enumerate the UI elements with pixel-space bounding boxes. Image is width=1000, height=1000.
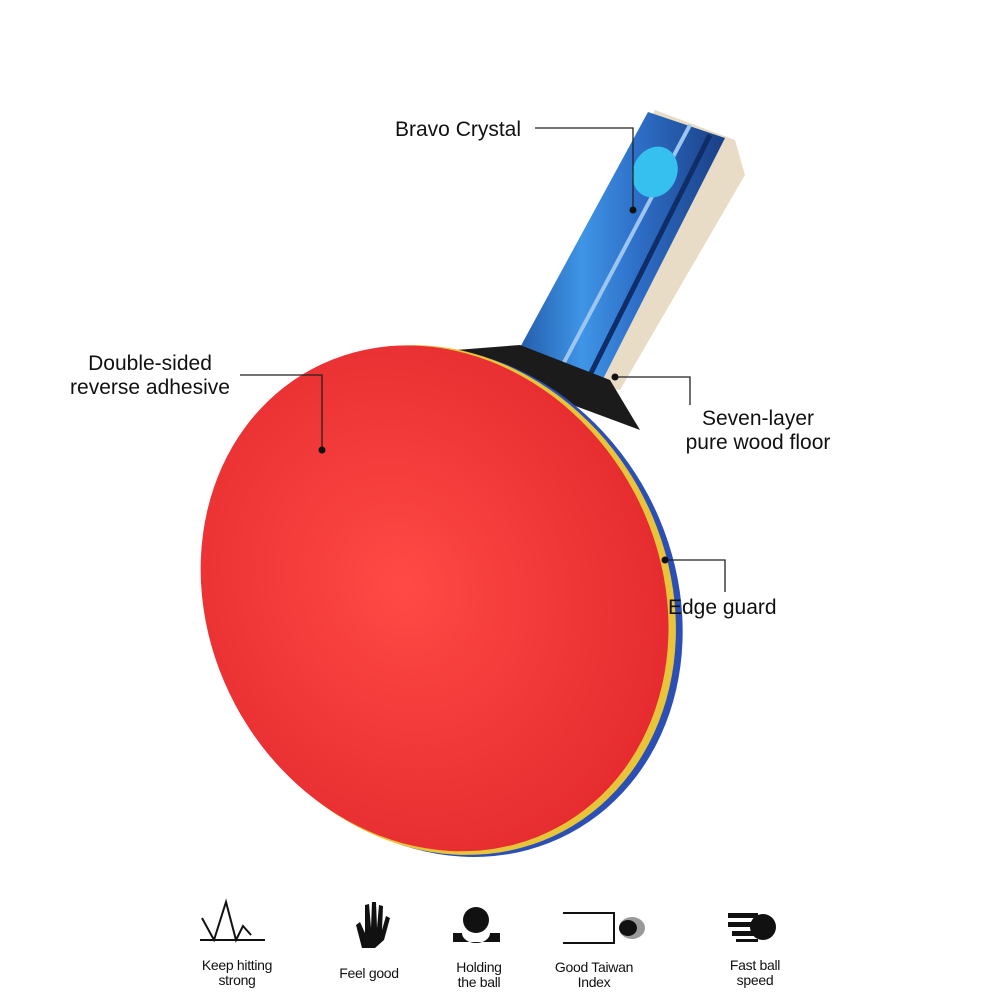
net-ball-icon xyxy=(563,912,645,944)
callout-adhesive: Double-sided reverse adhesive xyxy=(62,352,238,400)
leader-lines xyxy=(240,127,726,592)
feature-line1: Fast ball xyxy=(729,957,781,973)
bounce-icon xyxy=(200,898,265,943)
fast-ball-icon xyxy=(728,913,776,942)
hand-icon xyxy=(356,902,390,948)
feature-feel-good: Feel good xyxy=(314,966,424,981)
red-rubber xyxy=(200,345,669,852)
bravo-crystal-logo xyxy=(632,146,678,198)
feature-line1: Keep hitting xyxy=(201,957,273,973)
feature-line2: Index xyxy=(577,974,611,990)
callout-wood: Seven-layer pure wood floor xyxy=(678,407,838,455)
feature-line2: the ball xyxy=(457,974,501,990)
ball-hold-icon xyxy=(453,907,500,943)
callout-wood-line1: Seven-layer xyxy=(701,407,815,430)
callout-wood-line2: pure wood floor xyxy=(685,431,831,454)
callout-bravo-crystal: Bravo Crystal xyxy=(395,118,522,141)
handle xyxy=(505,110,745,390)
callout-edge-guard: Edge guard xyxy=(668,596,777,619)
feature-line2: strong xyxy=(218,972,256,988)
feature-line2: speed xyxy=(736,972,774,988)
feature-line1: Good Taiwan xyxy=(554,959,634,975)
feature-line1: Feel good xyxy=(339,965,399,981)
callout-adhesive-line2: reverse adhesive xyxy=(70,376,230,399)
callout-adhesive-line1: Double-sided xyxy=(88,352,212,375)
feature-line1: Holding xyxy=(456,959,502,975)
